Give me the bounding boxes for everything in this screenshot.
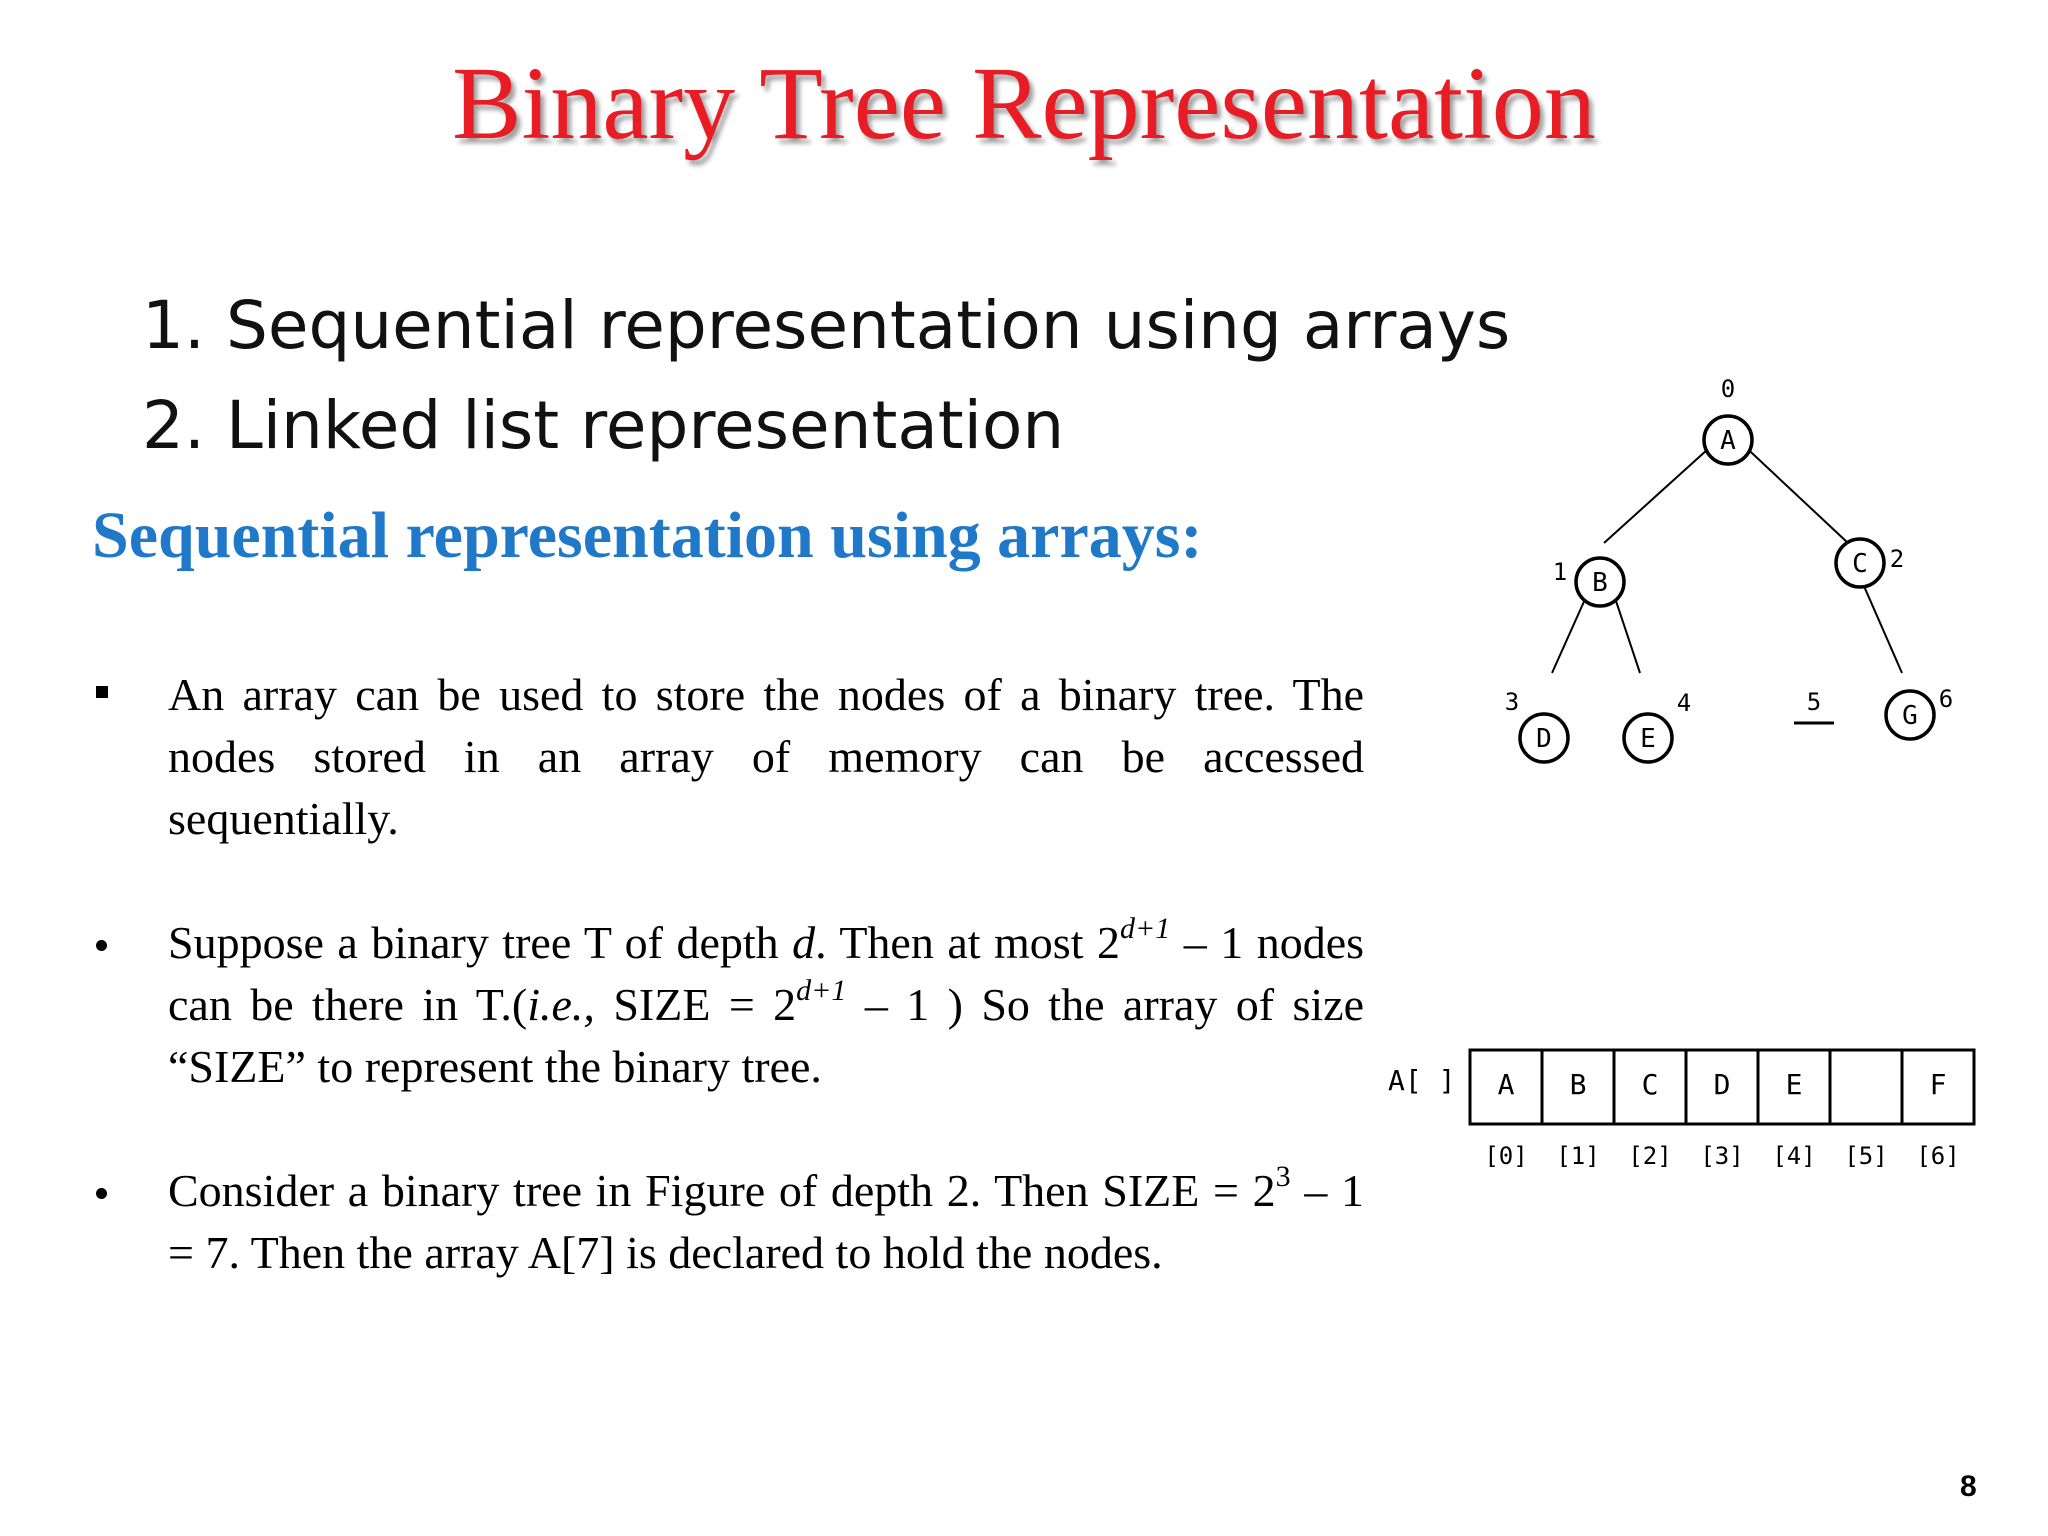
- node-index: 6: [1939, 685, 1953, 713]
- binary-tree-diagram: A B C D E G 0 1 2 3 4 6 5: [1505, 375, 1953, 764]
- array-cell-value: C: [1642, 1068, 1659, 1101]
- bullet-item-example: Consider a binary tree in Figure of dept…: [92, 1160, 1364, 1284]
- node-label: E: [1640, 724, 1656, 754]
- outline-item-linked-list: 2. Linked list representation: [142, 387, 1065, 464]
- node-label: G: [1902, 701, 1918, 731]
- section-heading: Sequential representation using arrays:: [92, 499, 1203, 572]
- array-cell: [1540, 1048, 1616, 1126]
- array-cell: [1756, 1048, 1832, 1126]
- node-index: 3: [1505, 688, 1519, 716]
- array-name: A[ ]: [1388, 1064, 1455, 1097]
- text-run: . Then at most 2: [815, 917, 1120, 968]
- page-number: 8: [1960, 1470, 1977, 1503]
- node-index: 0: [1721, 375, 1735, 403]
- bullet-text: Consider a binary tree in Figure of dept…: [168, 1160, 1364, 1284]
- exponent: d+1: [796, 973, 847, 1007]
- tree-node-a: [1702, 414, 1754, 466]
- exponent: 3: [1275, 1159, 1291, 1193]
- bullet-item-array-storage: An array can be used to store the nodes …: [92, 664, 1364, 850]
- array-cell: [1900, 1048, 1976, 1126]
- array-diagram: A[ ] A [0] B [1] C [2] D [3] E [4] [5] F [6]: [1388, 1048, 1976, 1170]
- bullet-text: An array can be used to store the nodes …: [168, 669, 1364, 844]
- array-index-label: [0]: [1484, 1142, 1527, 1170]
- text-run: Suppose a binary tree T of depth: [168, 917, 793, 968]
- text-run: – 1 nodes can be there in T.(: [168, 917, 1365, 1030]
- array-cell: [1684, 1048, 1760, 1126]
- array-index-label: [1]: [1556, 1142, 1599, 1170]
- ie-abbreviation: i.e.,: [527, 979, 595, 1030]
- array-index-label: [6]: [1916, 1142, 1959, 1170]
- array-cell-value: A: [1498, 1068, 1515, 1101]
- text-run: SIZE = 2: [594, 979, 797, 1030]
- tree-node-g: [1884, 689, 1936, 741]
- node-label: D: [1536, 724, 1552, 754]
- array-cell: [1828, 1048, 1904, 1126]
- array-cell-value: E: [1786, 1068, 1803, 1101]
- array-cell-value: D: [1714, 1068, 1731, 1101]
- slide-title: Binary Tree Representation: [452, 46, 1596, 161]
- edge-a-b: [1603, 439, 1719, 544]
- exponent: d+1: [1119, 911, 1171, 945]
- node-index: 1: [1553, 558, 1567, 586]
- text-run: Consider a binary tree in Figure of dept…: [168, 1165, 1276, 1216]
- node-index: 4: [1677, 689, 1691, 717]
- array-index-label: [2]: [1628, 1142, 1671, 1170]
- bullet-list: An array can be used to store the nodes …: [92, 664, 1364, 1346]
- tree-node-d: [1518, 712, 1570, 764]
- outline-item-sequential: 1. Sequential representation using array…: [142, 287, 1511, 364]
- bullet-text: Suppose a binary tree T of depth d. Then…: [168, 912, 1364, 1098]
- node-label: B: [1592, 568, 1608, 598]
- edge-c-g: [1859, 576, 1903, 674]
- tree-node-e: [1622, 712, 1674, 764]
- text-run: – 1 = 7. Then the array A[7] is declared…: [168, 1165, 1364, 1278]
- outline-list: 1. Sequential representation using array…: [142, 276, 1510, 476]
- array-cells: A [0] B [1] C [2] D [3] E [4] [5] F [6]: [1468, 1048, 1976, 1170]
- bullet-item-depth-size: Suppose a binary tree T of depth d. Then…: [92, 912, 1364, 1098]
- edge-a-c: [1737, 439, 1849, 544]
- text-run: – 1 ) So the array of size “SIZE” to rep…: [168, 979, 1365, 1092]
- node-label: C: [1852, 549, 1868, 579]
- array-index-label: [4]: [1772, 1142, 1815, 1170]
- depth-variable: d: [792, 917, 816, 968]
- empty-slot-index: 5: [1807, 688, 1821, 716]
- array-cell-value: F: [1930, 1068, 1947, 1101]
- tree-node-c: [1834, 537, 1886, 589]
- node-label: A: [1720, 426, 1736, 456]
- node-index: 2: [1890, 545, 1904, 573]
- array-index-label: [5]: [1844, 1142, 1887, 1170]
- tree-node-b: [1574, 556, 1626, 608]
- array-index-label: [3]: [1700, 1142, 1743, 1170]
- array-cell-value: B: [1570, 1068, 1587, 1101]
